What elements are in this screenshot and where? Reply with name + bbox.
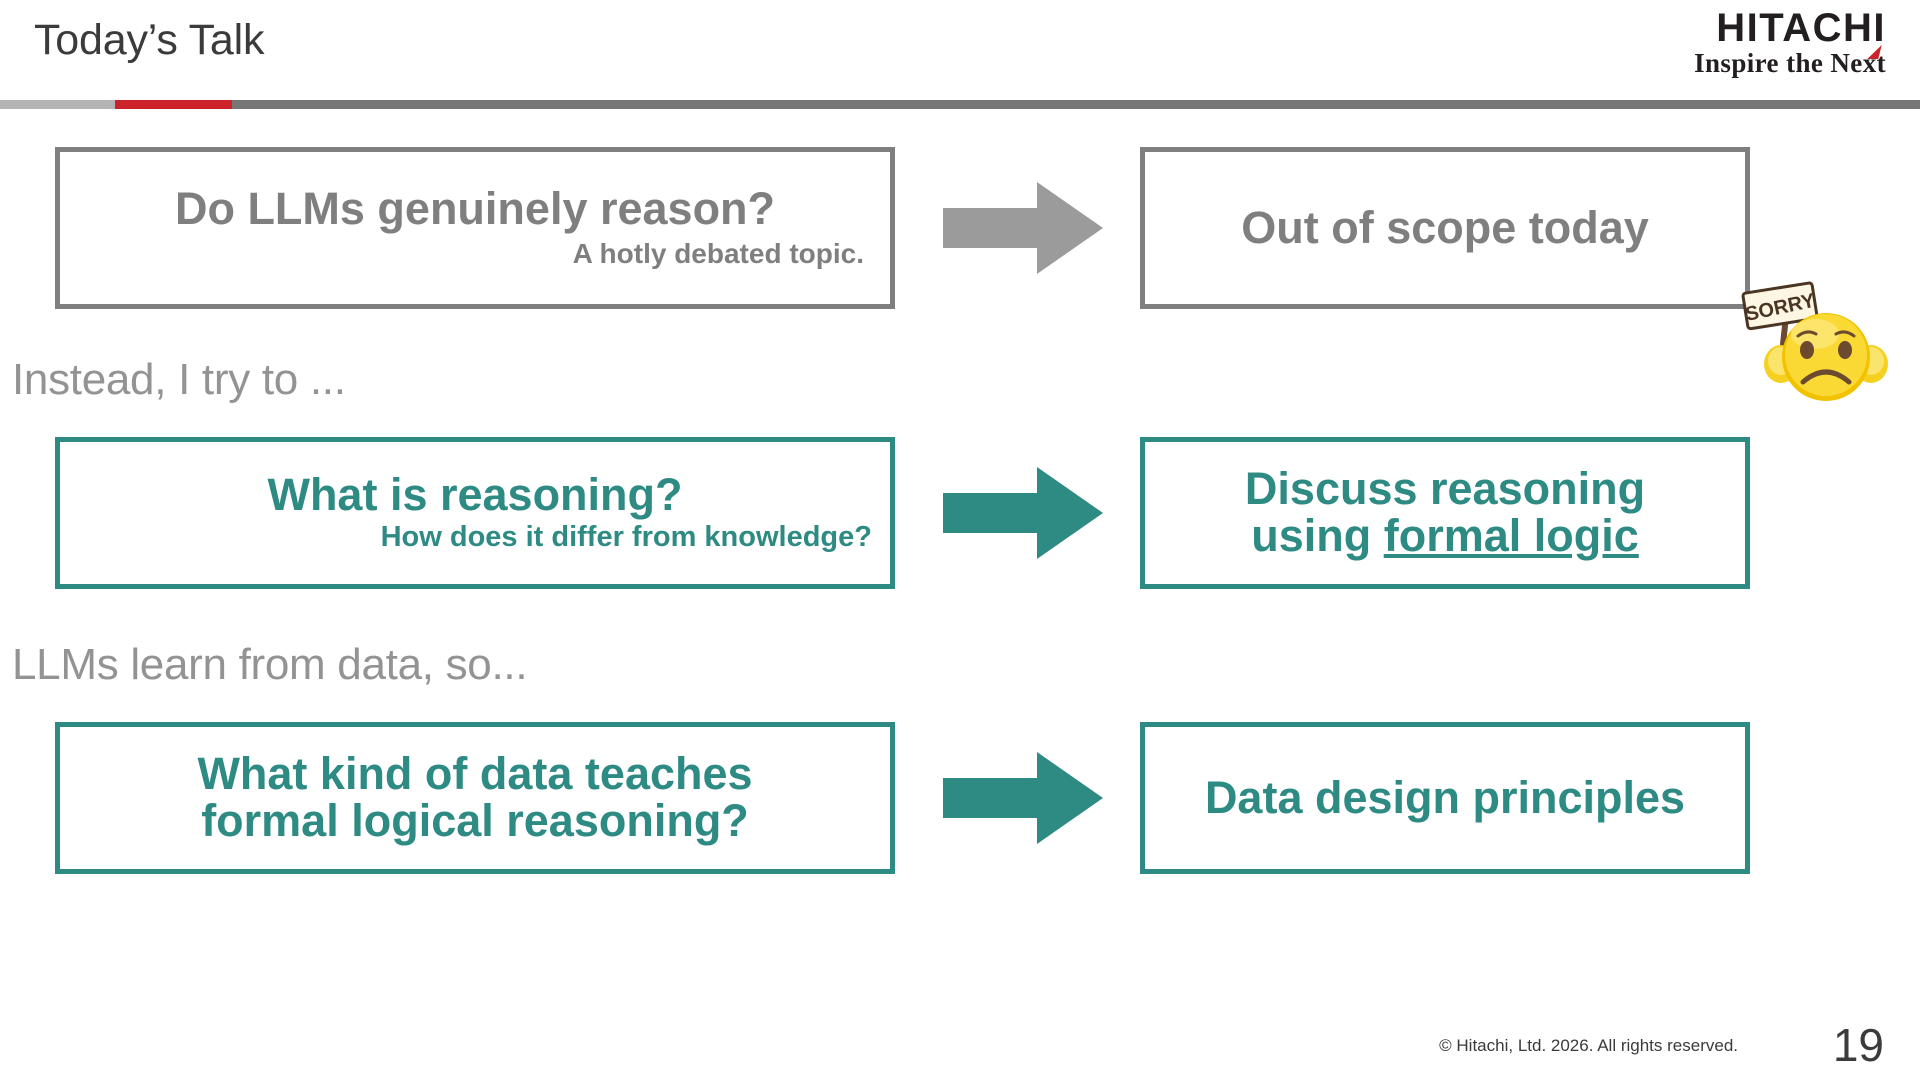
rule-segment-red (115, 100, 232, 109)
panel-main-text: Discuss reasoning using formal logic (1145, 463, 1745, 561)
panel-out-of-scope: Out of scope today (1140, 147, 1750, 309)
panel-main-text: What is reasoning? (267, 468, 683, 520)
panel-sub-text: How does it differ from knowledge? (380, 521, 872, 554)
arrow-right-teal-icon (943, 465, 1103, 561)
logo-tagline: Inspire the Next (1694, 48, 1886, 78)
panel-main-line-1: Discuss reasoning (1244, 463, 1646, 515)
sad-face-sorry-sign-icon: SORRY (1735, 272, 1895, 407)
arrow-right-gray-icon (943, 180, 1103, 276)
page-number: 19 (1832, 1019, 1884, 1071)
panel-main-line-2-prefix: using (1251, 510, 1384, 561)
panel-main-line-2: formal logical reasoning? (201, 795, 749, 846)
panel-what-is-reasoning: What is reasoning? How does it differ fr… (55, 437, 895, 589)
logo-wordmark: HITACHI (1716, 6, 1886, 50)
panel-main-text: What kind of data teaches formal logical… (60, 748, 890, 846)
panel-sub-text: A hotly debated topic. (572, 238, 864, 269)
panel-main-line-1: What kind of data teaches (197, 748, 753, 800)
panel-do-llms-reason: Do LLMs genuinely reason? A hotly debate… (55, 147, 895, 309)
row-label-llms-learn: LLMs learn from data, so... (12, 640, 528, 689)
logo-tagline-wrap: Inspire the Next (1694, 45, 1886, 78)
rule-segment-dark-gray (232, 100, 1920, 109)
rule-segment-light-gray (0, 100, 115, 109)
panel-main-text: Out of scope today (1241, 201, 1649, 253)
hitachi-logo: HITACHI Inspire the Next (1694, 8, 1886, 77)
panel-main-text: Data design principles (1204, 771, 1686, 823)
panel-main-line-2-underlined: formal logic (1383, 510, 1639, 561)
header-rule-bar (0, 100, 1920, 109)
panel-main-text: Do LLMs genuinely reason? (174, 183, 776, 235)
copyright-notice: © Hitachi, Ltd. 2026. All rights reserve… (1439, 1036, 1738, 1055)
panel-what-kind-of-data: What kind of data teaches formal logical… (55, 722, 895, 874)
panel-main-line-2: using formal logic (1145, 510, 1745, 561)
panel-data-design-principles: Data design principles (1140, 722, 1750, 874)
panel-discuss-formal-logic: Discuss reasoning using formal logic (1140, 437, 1750, 589)
row-label-instead: Instead, I try to ... (12, 355, 346, 404)
arrow-right-teal-icon (943, 750, 1103, 846)
page-title: Today’s Talk (34, 16, 265, 64)
